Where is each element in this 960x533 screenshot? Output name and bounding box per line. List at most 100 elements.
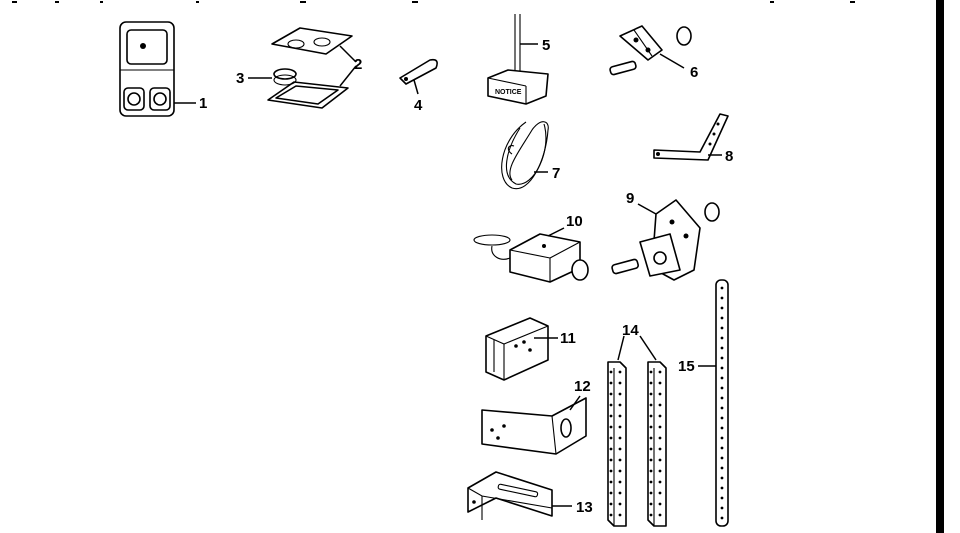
perforation-hole xyxy=(609,414,613,418)
perforation-hole xyxy=(658,458,662,462)
part-curved-arm xyxy=(653,113,729,161)
perforation-hole xyxy=(720,426,724,430)
label-part-11: 11 xyxy=(560,330,576,347)
perforation-hole xyxy=(720,396,724,400)
label-part-9: 9 xyxy=(626,190,634,207)
label-part-10: 10 xyxy=(566,213,583,230)
perforation-hole xyxy=(649,458,653,462)
perforation-hole xyxy=(618,370,622,374)
perforation-hole xyxy=(609,513,613,517)
perforation-hole xyxy=(720,506,724,510)
perforation-hole xyxy=(658,513,662,517)
perforation-hole xyxy=(649,436,653,440)
perforation-hole xyxy=(649,513,653,517)
perforation-hole xyxy=(720,446,724,450)
perforation-hole xyxy=(609,458,613,462)
perforation-hole xyxy=(720,496,724,500)
label-part-6: 6 xyxy=(690,64,698,81)
perforation-hole xyxy=(618,414,622,418)
label-part-2: 2 xyxy=(354,56,362,73)
perforation-hole xyxy=(658,491,662,495)
label-part-13: 13 xyxy=(576,499,593,516)
label-part-7: 7 xyxy=(552,165,560,182)
perforation-hole xyxy=(720,456,724,460)
part-pulley-bracket xyxy=(611,199,720,281)
part-notice-tag: NOTICE xyxy=(487,14,549,105)
notice-text: NOTICE xyxy=(495,89,522,96)
perforation-hole xyxy=(609,370,613,374)
perforation-hole xyxy=(609,436,613,440)
perforation-hole xyxy=(618,425,622,429)
perforation-hole xyxy=(609,469,613,473)
perforation-hole xyxy=(720,376,724,380)
label-part-5: 5 xyxy=(542,37,550,54)
perforation-hole xyxy=(720,366,724,370)
perforation-hole xyxy=(658,469,662,473)
perforation-hole xyxy=(720,356,724,360)
perforation-hole xyxy=(720,296,724,300)
perforation-hole xyxy=(720,436,724,440)
perforation-hole xyxy=(658,502,662,506)
perforation-hole xyxy=(618,392,622,396)
perforation-hole xyxy=(658,381,662,385)
perforation-hole xyxy=(649,502,653,506)
perforation-hole xyxy=(649,381,653,385)
perforation-hole xyxy=(609,403,613,407)
perforation-hole xyxy=(649,392,653,396)
perforation-hole xyxy=(658,425,662,429)
perforation-hole xyxy=(618,502,622,506)
label-part-3: 3 xyxy=(236,70,244,87)
perforation-hole xyxy=(658,414,662,418)
perforation-hole xyxy=(658,436,662,440)
label-part-8: 8 xyxy=(725,148,733,165)
part-l-bracket xyxy=(481,395,587,455)
perforation-hole xyxy=(649,403,653,407)
perforation-hole xyxy=(658,480,662,484)
part-safety-sensor xyxy=(473,227,589,283)
perforation-hole xyxy=(609,502,613,506)
perforation-hole xyxy=(658,392,662,396)
part-visor-clip xyxy=(399,58,438,95)
part-remote-control xyxy=(119,21,196,117)
perforation-hole xyxy=(720,306,724,310)
perforation-hole xyxy=(618,513,622,517)
perforation-hole xyxy=(609,425,613,429)
right-border xyxy=(936,0,944,533)
part-door-bracket xyxy=(609,25,692,76)
perforation-hole xyxy=(720,316,724,320)
part-wire-coil xyxy=(501,121,549,190)
perforation-hole xyxy=(618,381,622,385)
perforation-hole xyxy=(720,416,724,420)
perforation-hole xyxy=(720,386,724,390)
scan-specks xyxy=(12,1,855,3)
perforation-hole xyxy=(618,447,622,451)
part-battery xyxy=(248,68,297,86)
perforation-hole xyxy=(658,403,662,407)
perforation-hole xyxy=(649,370,653,374)
label-part-14: 14 xyxy=(622,322,639,339)
perforation-hole xyxy=(720,476,724,480)
perforation-hole xyxy=(618,403,622,407)
perforation-hole xyxy=(720,336,724,340)
label-part-1: 1 xyxy=(199,95,207,112)
perforation-hole xyxy=(649,425,653,429)
label-part-15: 15 xyxy=(678,358,695,375)
perforation-hole xyxy=(649,491,653,495)
perforation-hole xyxy=(609,491,613,495)
perforation-hole xyxy=(720,286,724,290)
perforation-hole xyxy=(609,392,613,396)
perforation-hole xyxy=(649,447,653,451)
label-part-12: 12 xyxy=(574,378,591,395)
perforation-hole xyxy=(720,516,724,520)
part-u-bracket xyxy=(485,317,558,381)
part-long-strap xyxy=(698,279,729,527)
perforation-hole xyxy=(609,480,613,484)
perforation-hole xyxy=(720,326,724,330)
perforation-hole xyxy=(649,414,653,418)
perforation-hole xyxy=(720,486,724,490)
perforation-hole xyxy=(609,381,613,385)
strap-holes xyxy=(720,286,724,520)
perforation-hole xyxy=(618,491,622,495)
perforation-hole xyxy=(649,469,653,473)
